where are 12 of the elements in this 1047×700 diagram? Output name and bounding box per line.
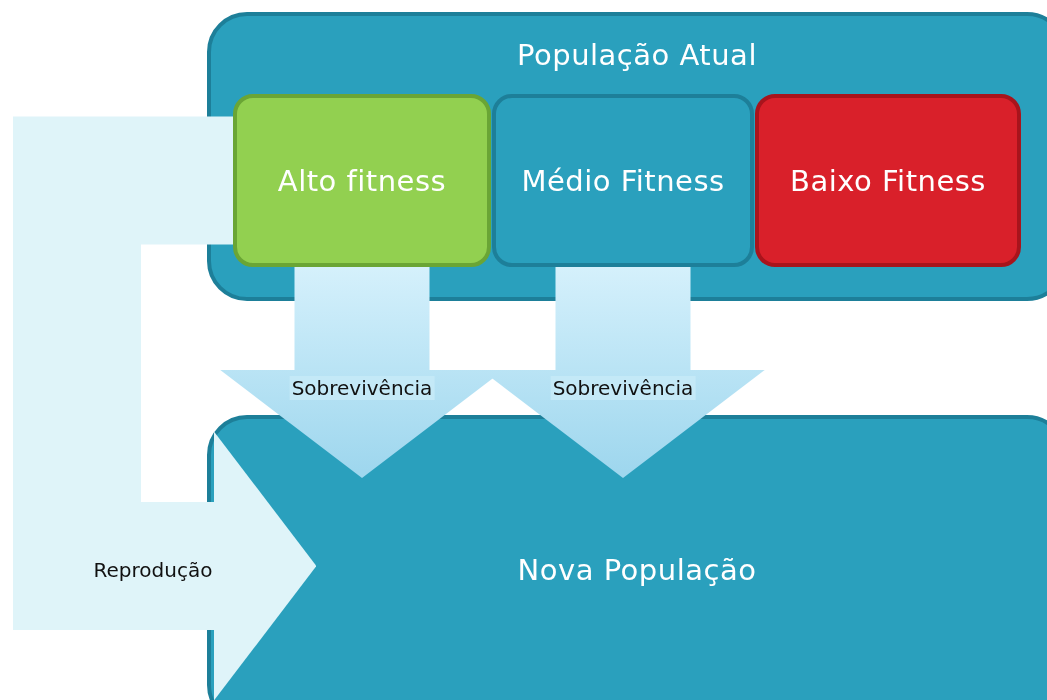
edge-label: Sobrevivência [289,376,435,400]
node-label: População Atual [517,38,757,72]
fitness-box [233,94,491,267]
edge-label: Sobrevivência [550,376,696,400]
block-arrow [13,116,317,700]
fitness-box [755,94,1021,267]
node-label: Baixo Fitness [790,163,986,198]
node-label: Médio Fitness [521,163,725,198]
fitness-box [492,94,754,267]
node-label: Nova População [517,553,757,587]
population-panel [207,12,1047,301]
node-label: Alto fitness [277,163,447,198]
